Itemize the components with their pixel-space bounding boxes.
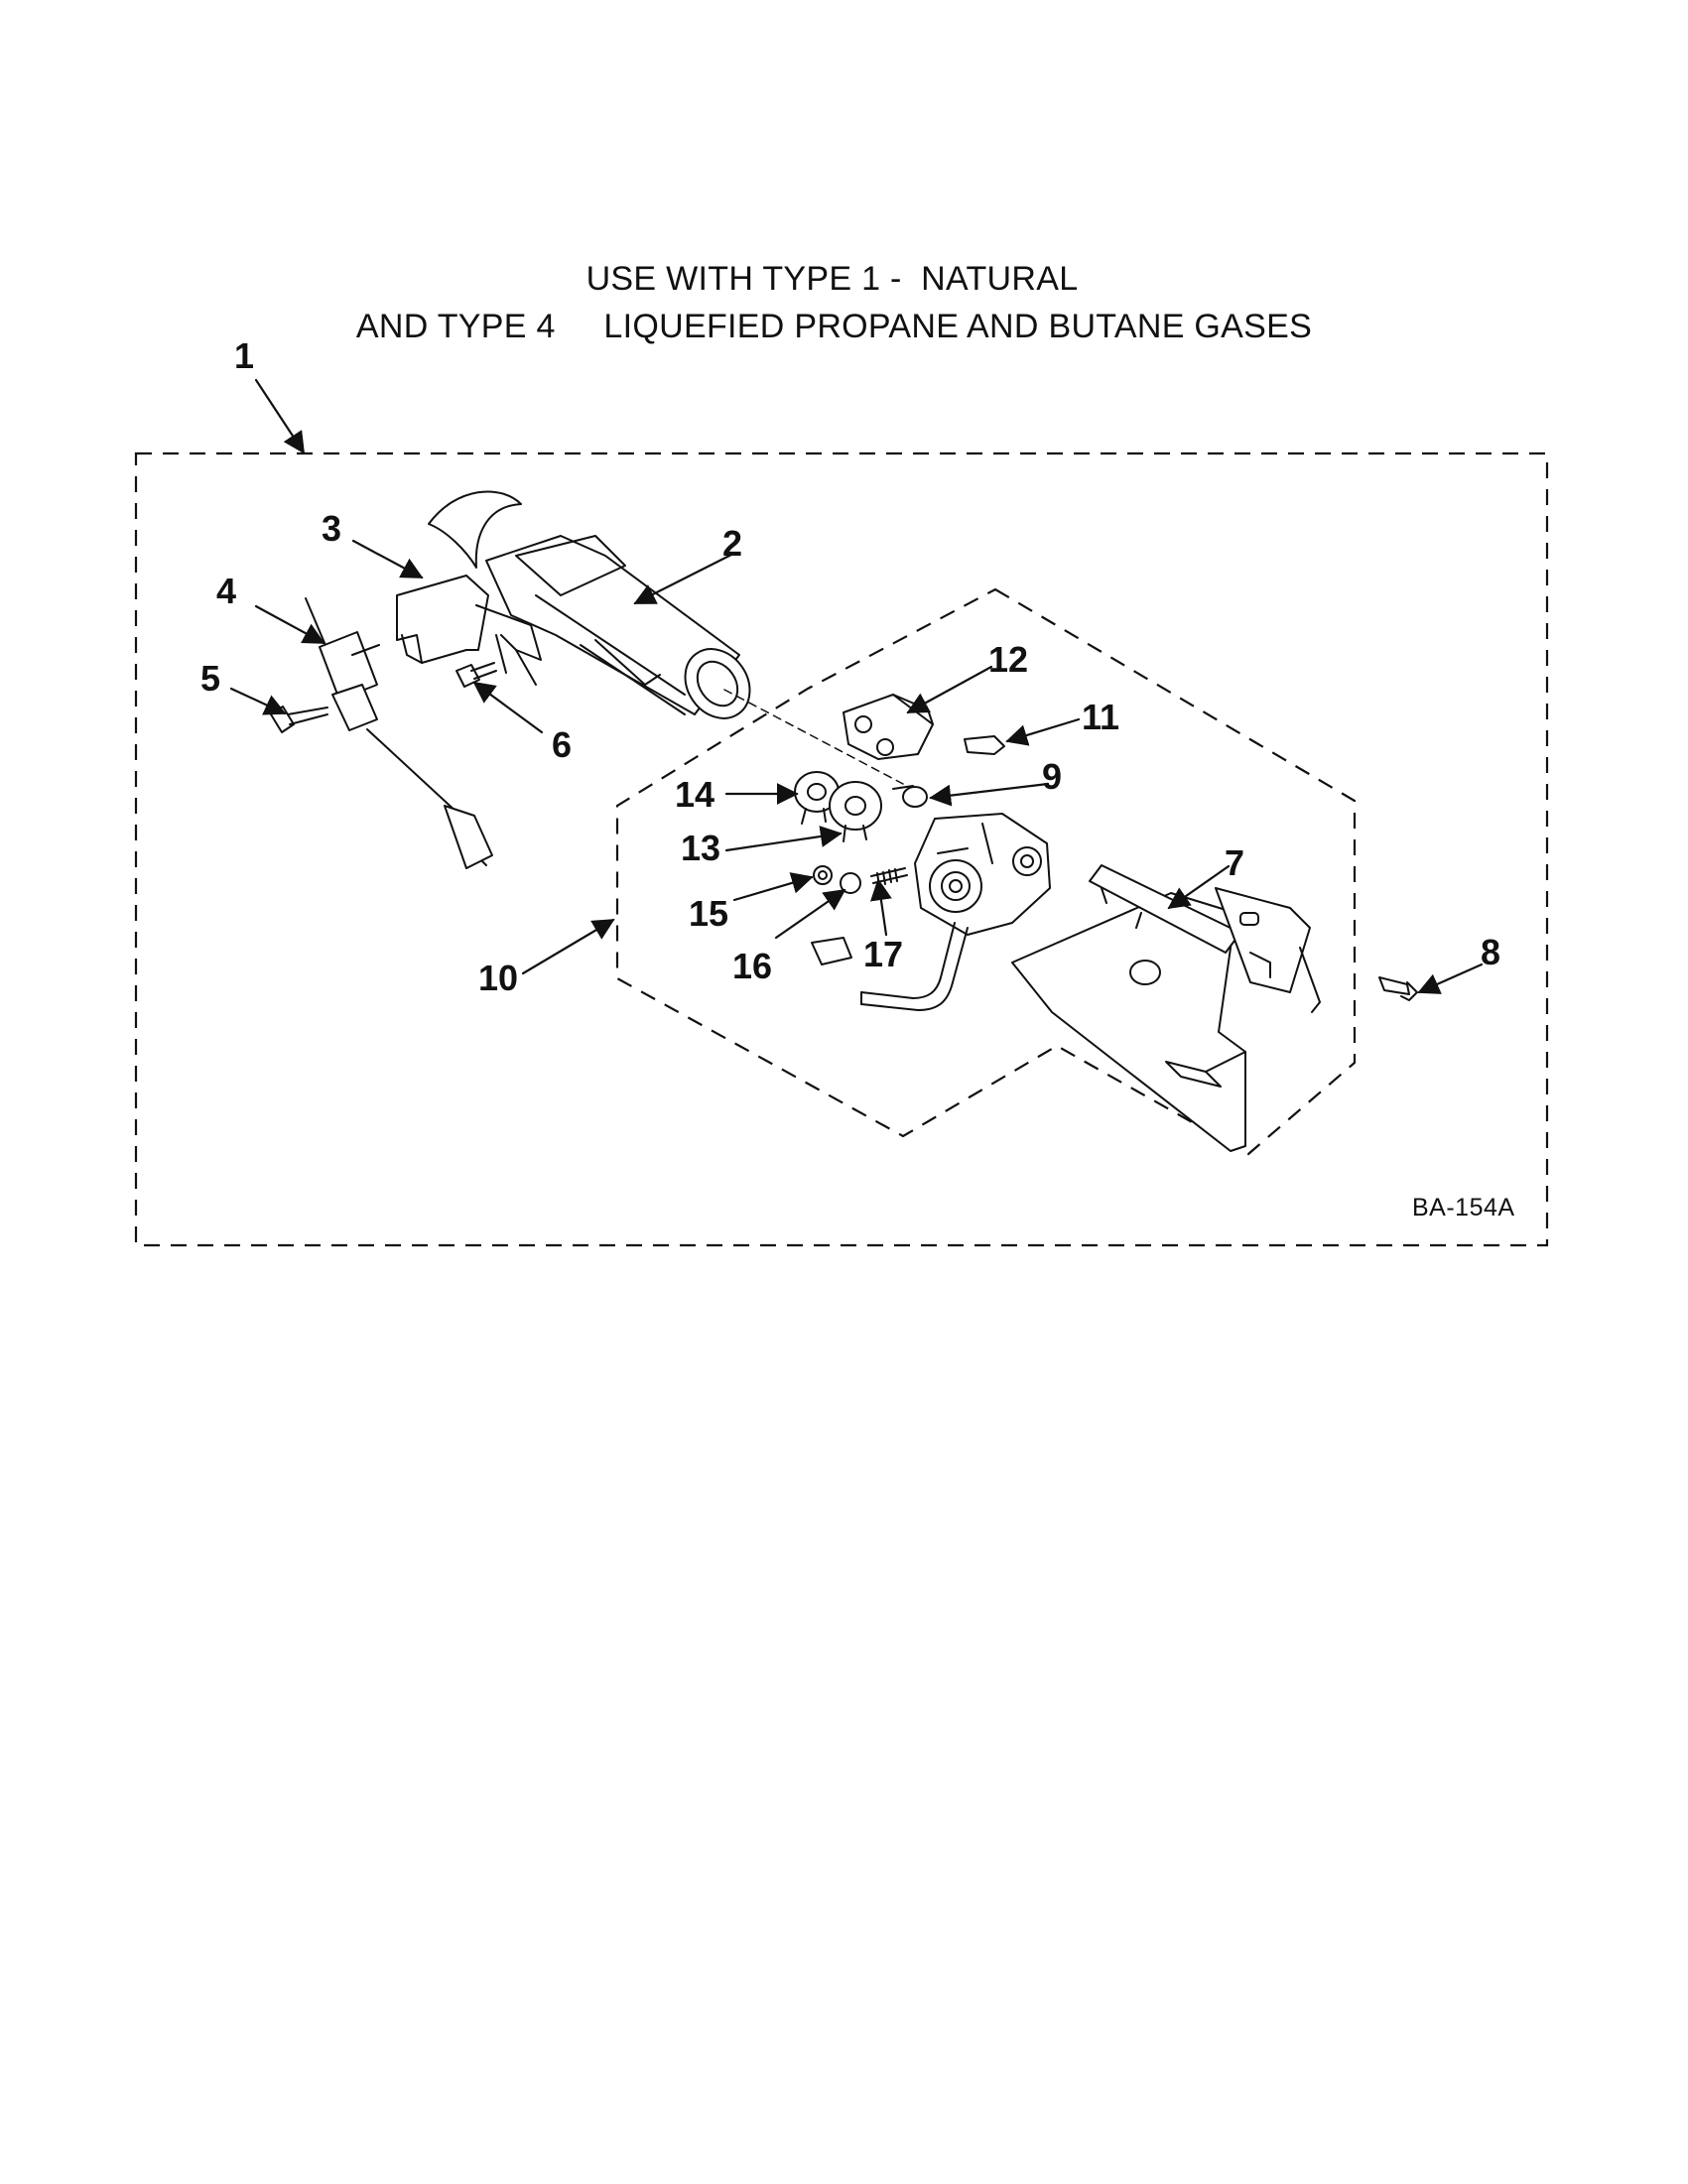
callout-15: 15 (689, 893, 729, 934)
callout-11: 11 (1082, 697, 1120, 737)
valve-bracket-drawing (1011, 864, 1321, 1152)
screw-8-drawing (1378, 976, 1418, 1001)
callout-17: 17 (863, 934, 904, 974)
diagram-title-line-2: AND TYPE 4 LIQUEFIED PROPANE AND BUTANE … (355, 308, 1313, 345)
callout-6: 6 (552, 724, 573, 765)
callout-10: 10 (478, 958, 519, 998)
coils-drawing (794, 771, 882, 842)
callout-14: 14 (675, 774, 715, 815)
callout-7: 7 (1225, 842, 1245, 883)
figure-code: BA-154A (1412, 1194, 1515, 1221)
igniter-drawing (305, 597, 493, 869)
kit-boundary-dashed (134, 451, 1549, 1247)
coil-bracket-drawing (843, 694, 934, 760)
bracket-drawing (396, 575, 542, 686)
callout-1: 1 (234, 335, 255, 376)
callout-9: 9 (1042, 756, 1063, 797)
leader-arrows (229, 378, 1484, 994)
fitting-drawing (892, 785, 928, 808)
screw-6-drawing (455, 662, 497, 688)
diagram-title-line-1: USE WITH TYPE 1 - NATURAL (585, 260, 1079, 298)
screw-11-drawing (964, 735, 1005, 755)
callout-8: 8 (1481, 932, 1501, 972)
callout-2: 2 (722, 523, 743, 564)
callout-12: 12 (988, 639, 1029, 680)
valve-assembly-boundary-dashed (615, 587, 1357, 1156)
gas-valve-drawing (860, 813, 1051, 1011)
callout-4: 4 (216, 571, 237, 611)
callout-3: 3 (322, 508, 342, 549)
callout-5: 5 (200, 658, 221, 699)
burner-tube-drawing (428, 490, 751, 719)
small-parts-drawing (811, 865, 908, 965)
callout-16: 16 (732, 946, 773, 986)
association-line (723, 689, 904, 785)
callout-13: 13 (681, 828, 721, 868)
